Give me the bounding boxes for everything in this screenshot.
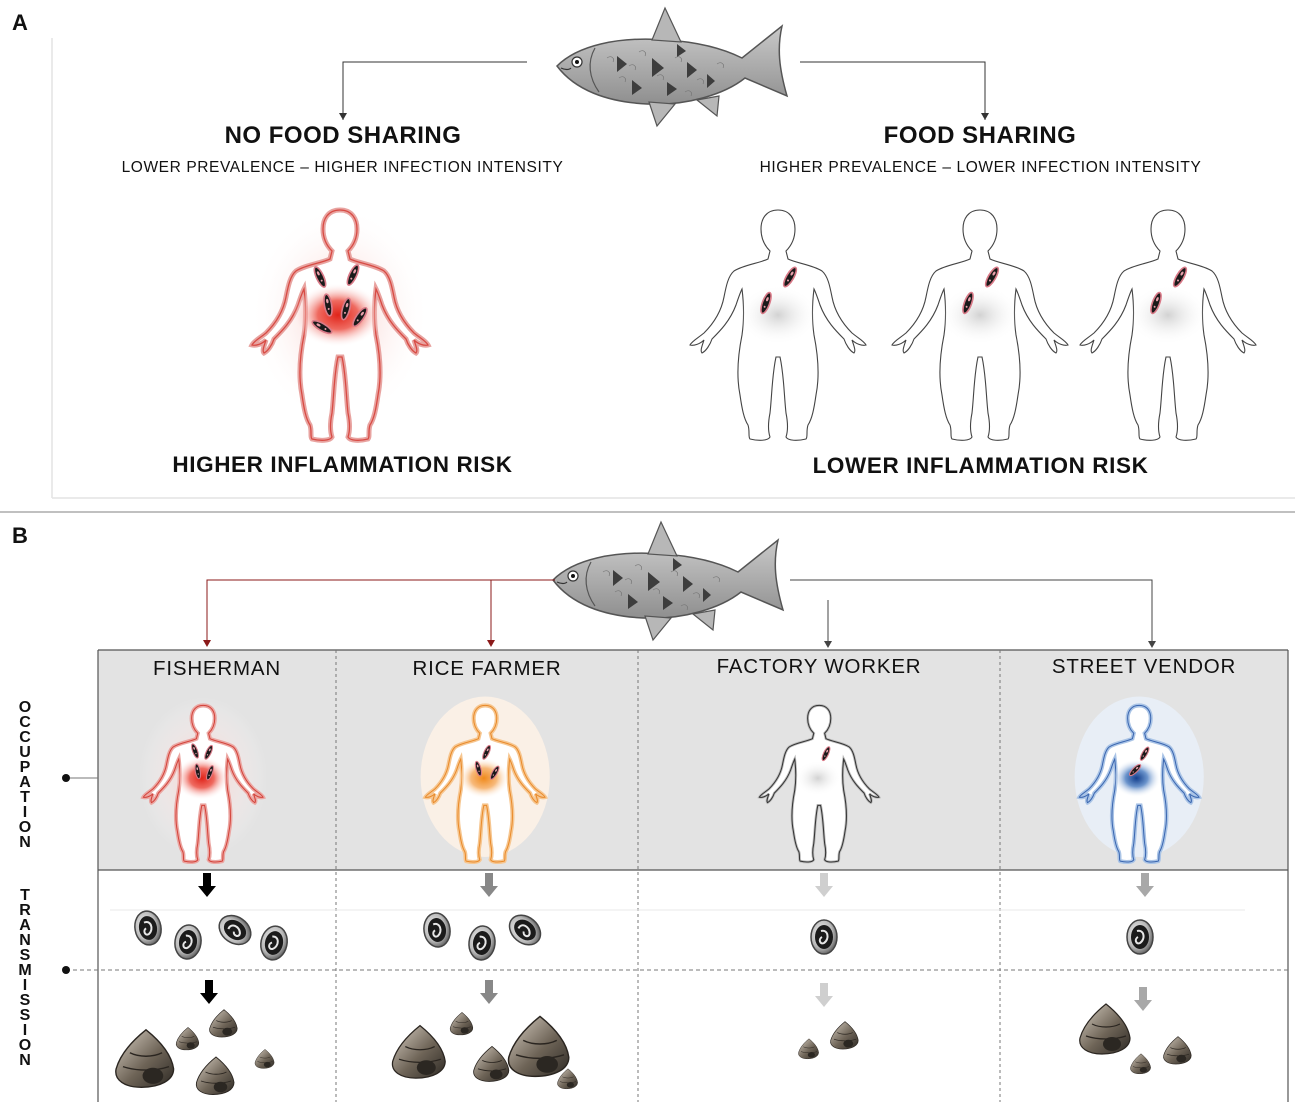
human-grey-icon-3 — [1080, 210, 1256, 440]
occupation-factory-worker-label: FACTORY WORKER — [638, 655, 1000, 679]
arrow-factory-worker-snails — [815, 983, 833, 1007]
human-red-high-infection-icon — [250, 205, 430, 440]
fluke-cysts-factory-worker — [811, 920, 837, 954]
arrow-street-vendor-cysts — [1136, 873, 1154, 897]
arrow-fisherman-snails — [200, 980, 218, 1004]
arrow-rice-farmer-cysts — [480, 873, 498, 897]
arrow-rice-farmer-snails — [480, 980, 498, 1004]
occupation-street-vendor-label: STREET VENDOR — [1000, 655, 1288, 679]
snails-rice-farmer — [392, 1012, 577, 1088]
occupation-fisherman-label: FISHERMAN — [98, 657, 336, 681]
fluke-cysts-street-vendor — [1127, 920, 1153, 954]
occupation-bullet — [62, 774, 70, 782]
fluke-cysts-fisherman — [132, 909, 290, 962]
human-grey-icon-1 — [690, 210, 866, 440]
transmission-bullet — [62, 966, 70, 974]
occupation-rice-farmer-label: RICE FARMER — [336, 657, 638, 681]
fish-icon-a — [557, 8, 787, 126]
human-grey-icon-2 — [892, 210, 1068, 440]
fluke-cysts-rice-farmer — [422, 909, 547, 961]
fish-icon-b — [553, 522, 783, 640]
arrow-factory-worker-cysts — [815, 873, 833, 897]
snails-fisherman — [116, 1010, 274, 1095]
arrow-fisherman-cysts — [198, 873, 216, 897]
snails-factory-worker — [798, 1022, 858, 1059]
snails-street-vendor — [1080, 1004, 1191, 1074]
arrow-street-vendor-snails — [1134, 987, 1152, 1011]
